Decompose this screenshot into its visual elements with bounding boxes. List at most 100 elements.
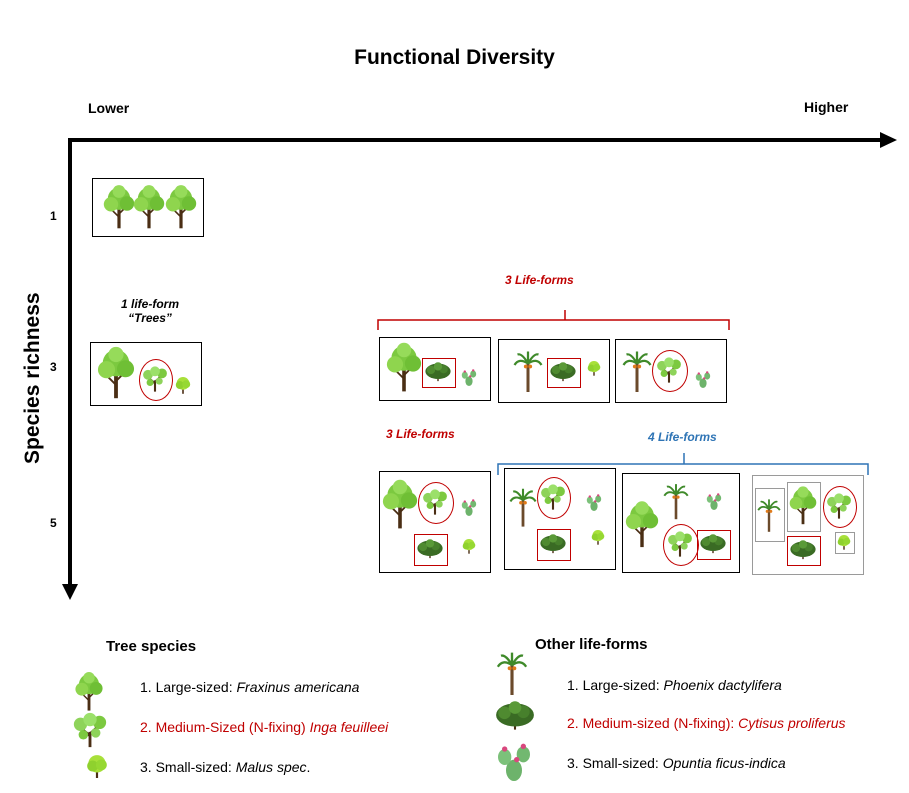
large-tree-icon	[74, 672, 104, 712]
legend-other-item-2: 2. Medium-sized (N-fixing): Cytisus prol…	[567, 715, 846, 731]
n-fixing-marker	[537, 477, 571, 519]
palm-icon	[757, 494, 781, 536]
n-fixing-marker	[823, 486, 857, 528]
legend-tree-item-1-prefix: 1. Large-sized:	[140, 679, 237, 695]
large-tree-icon	[625, 500, 659, 550]
shrub-icon	[789, 538, 817, 562]
tree-frame	[787, 482, 821, 532]
cactus-icon	[705, 492, 723, 510]
n-fixing-marker	[652, 350, 688, 392]
palm-icon	[509, 485, 537, 529]
small-tree-icon	[591, 529, 605, 545]
one-life-form-label: 1 life-form “Trees”	[90, 297, 210, 325]
legend-other-item-1-species: Phoenix dactylifera	[663, 677, 782, 693]
legend-other-item-3-prefix: 3. Small-sized:	[567, 755, 663, 771]
large-tree-icon	[382, 478, 418, 532]
panel-r5-a	[379, 471, 491, 573]
small-tree-icon	[175, 375, 191, 395]
legend-tree-item-1: 1. Large-sized: Fraxinus americana	[140, 679, 359, 695]
shrub-icon	[424, 360, 452, 384]
n-fixing-marker	[418, 482, 454, 524]
n-fixing-marker	[547, 358, 581, 388]
n-fixing-marker	[787, 536, 821, 566]
large-tree-icon	[97, 346, 135, 401]
large-tree-icon	[165, 185, 197, 230]
n-fixing-marker	[414, 534, 448, 566]
legend-tree-item-2-species: Inga feuilleei	[309, 719, 389, 735]
legend-other-heading: Other life-forms	[535, 636, 648, 653]
x-axis-arrowhead	[880, 132, 897, 148]
medium-tree-icon	[539, 481, 567, 513]
large-tree-icon	[103, 185, 135, 230]
cactus-icon	[585, 493, 603, 511]
legend-other-item-3: 3. Small-sized: Opuntia ficus-indica	[567, 755, 786, 771]
shrub-icon	[549, 360, 577, 384]
small-tree-frame	[835, 532, 855, 554]
legend-other-item-2-species: Cytisus proliferus	[738, 715, 846, 731]
palm-frame	[755, 488, 785, 542]
one-life-form-line2: “Trees”	[128, 311, 172, 325]
legend-tree-item-2-prefix: 2. Medium-Sized (N-fixing)	[140, 719, 310, 735]
legend-tree-item-2: 2. Medium-Sized (N-fixing) Inga feuillee…	[140, 719, 388, 735]
legend-other-item-1-prefix: 1. Large-sized:	[567, 677, 664, 693]
medium-tree-icon	[141, 363, 169, 395]
cactus-icon	[460, 368, 478, 386]
medium-tree-icon	[655, 354, 683, 386]
shrub-icon	[416, 537, 444, 561]
large-tree-icon	[133, 185, 165, 230]
medium-tree-icon	[421, 486, 449, 518]
panel-r5-c	[622, 473, 740, 573]
legend-tree-heading: Tree species	[106, 638, 197, 655]
legend-tree-item-3-species: Malus spec	[235, 759, 307, 775]
three-life-forms-mid-label: 3 Life-forms	[386, 427, 455, 441]
y-tick-5: 5	[50, 516, 57, 530]
panel-r3-b	[498, 339, 610, 403]
legend-tree-item-3-prefix: 3. Small-sized:	[140, 759, 236, 775]
cactus-icon	[460, 498, 478, 516]
three-life-forms-top-label: 3 Life-forms	[505, 273, 574, 287]
legend-other-item-1: 1. Large-sized: Phoenix dactylifera	[567, 677, 782, 693]
medium-tree-icon	[666, 528, 694, 560]
n-fixing-marker	[697, 530, 731, 560]
panel-richness-3-trees	[90, 342, 202, 406]
cactus-icon	[694, 370, 712, 388]
n-fixing-marker	[422, 358, 456, 388]
small-tree-icon	[462, 538, 476, 554]
medium-tree-icon	[825, 490, 853, 522]
large-tree-icon	[386, 341, 422, 395]
legend-other-item-2-prefix: 2. Medium-sized (N-fixing):	[567, 715, 739, 731]
cactus-icon	[494, 741, 534, 781]
palm-icon	[513, 348, 543, 394]
panel-r3-c	[615, 339, 727, 403]
small-tree-icon	[587, 360, 601, 376]
panel-r5-d	[752, 475, 864, 575]
brace-four-life-forms	[497, 453, 869, 475]
panel-richness-1	[92, 178, 204, 237]
legend-tree-item-1-species: Fraxinus americana	[236, 679, 360, 695]
one-life-form-line1: 1 life-form	[120, 297, 179, 311]
palm-icon	[622, 348, 652, 394]
n-fixing-marker	[139, 359, 173, 401]
legend-other-item-3-species: Opuntia ficus-indica	[662, 755, 786, 771]
legend-tree-item-3: 3. Small-sized: Malus spec.	[140, 759, 310, 775]
small-tree-icon	[837, 534, 851, 550]
shrub-icon	[699, 532, 727, 556]
shrub-icon	[494, 698, 536, 734]
panel-r3-a	[379, 337, 491, 401]
diagram-title: Functional Diversity	[354, 46, 555, 69]
x-axis-low-label: Lower	[88, 100, 130, 116]
large-tree-icon	[789, 484, 817, 528]
medium-tree-icon	[70, 711, 110, 749]
x-axis-high-label: Higher	[804, 99, 849, 115]
four-life-forms-label: 4 Life-forms	[648, 430, 717, 444]
n-fixing-marker	[537, 529, 571, 561]
shrub-icon	[539, 532, 567, 556]
y-axis-arrowhead	[62, 584, 78, 600]
palm-icon	[663, 480, 689, 522]
panel-r5-b	[504, 468, 616, 570]
palm-icon	[496, 651, 528, 695]
y-tick-1: 1	[50, 209, 57, 223]
legend-tree-item-3-suffix: .	[306, 759, 311, 775]
brace-three-life-forms	[377, 310, 730, 330]
n-fixing-marker	[663, 524, 699, 566]
